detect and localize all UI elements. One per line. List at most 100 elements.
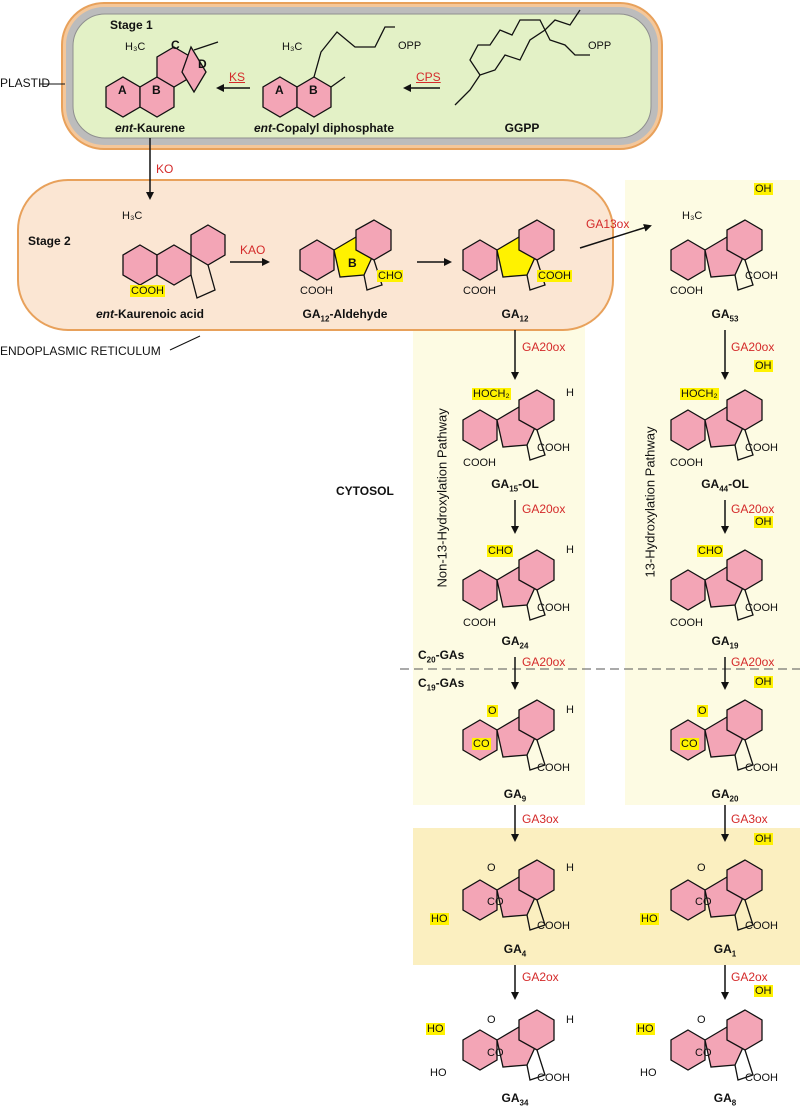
arrow-ga13ox — [579, 223, 652, 249]
ring-a-kaurene: A — [118, 83, 127, 97]
name-ga12-aldehyde: GA12-Aldehyde — [302, 307, 388, 324]
hyd13-pathway-label: 13-Hydroxylation Pathway — [642, 426, 658, 578]
group-cho-ga19: CHO — [697, 545, 724, 557]
stage2-label: Stage 2 — [28, 234, 71, 248]
group-cooh-ga12-2: COOH — [537, 270, 572, 282]
group-ho-ga34-bottom: HO — [430, 1067, 447, 1079]
name-ga8: GA8 — [713, 1091, 737, 1108]
enzyme-kao: KAO — [240, 243, 266, 257]
group-co-ga1: CO — [695, 896, 712, 908]
enzyme-ga3ox-2: GA3ox — [731, 812, 768, 826]
plastid-label: PLASTID — [0, 76, 51, 90]
group-oh-ga20: OH — [754, 676, 773, 688]
group-cooh-ga24-1: COOH — [463, 617, 496, 629]
group-co-ga20: CO — [680, 738, 699, 750]
stage1-label: Stage 1 — [110, 18, 153, 32]
name-ga4: GA4 — [503, 942, 527, 959]
ent-cpp-structure — [262, 26, 395, 118]
group-opp-cpp: OPP — [398, 40, 422, 52]
group-cooh-ga8: COOH — [745, 1072, 778, 1084]
group-ho-ga4: HO — [430, 913, 449, 925]
non13-pathway-panel — [413, 325, 585, 805]
group-cooh-ga19-2: COOH — [745, 602, 778, 614]
group-cooh-ga24-2: COOH — [537, 602, 570, 614]
ga15-ol-structure — [462, 389, 555, 461]
group-cooh-ga20: COOH — [745, 762, 778, 774]
group-oh-ga19: OH — [754, 516, 773, 528]
group-oh-ga44: OH — [754, 360, 773, 372]
name-ga34: GA34 — [501, 1091, 529, 1108]
hyd13-pathway-panel — [625, 180, 800, 805]
group-ho-ga1: HO — [640, 913, 659, 925]
group-o-ga8: O — [697, 1014, 706, 1026]
enzyme-ga20ox-4: GA20ox — [731, 502, 775, 516]
enzyme-ko: KO — [156, 162, 174, 176]
er-label: ENDOPLASMIC RETICULUM — [0, 344, 161, 358]
group-h-ga24: H — [566, 544, 574, 556]
name-ggpp: GGPP — [504, 121, 540, 135]
group-co-ga9: CO — [472, 738, 491, 750]
name-ga24: GA24 — [501, 634, 529, 651]
group-hoch2-ga44: HOCH₂ — [680, 388, 719, 400]
name-ent-kaurenoic-acid: ent-Kaurenoic acid — [95, 307, 205, 321]
ga8-structure — [670, 1009, 763, 1081]
group-hoch2-ga15: HOCH₂ — [472, 388, 511, 400]
name-ga9: GA9 — [503, 787, 527, 804]
enzyme-ga13ox: GA13ox — [586, 217, 630, 231]
ring-d-kaurene: D — [198, 57, 207, 71]
ga1-structure — [670, 859, 763, 931]
group-cooh-ga19-1: COOH — [670, 617, 703, 629]
group-cooh-ga1: COOH — [745, 920, 778, 932]
group-h3c-cpp: H₃C — [282, 41, 303, 53]
name-ga20: GA20 — [711, 787, 739, 804]
name-ga1: GA1 — [713, 942, 737, 959]
cytosol-label: CYTOSOL — [336, 484, 394, 498]
group-oh-ga8: OH — [754, 985, 773, 997]
group-cooh-ga44-1: COOH — [670, 457, 703, 469]
ga53-structure — [670, 219, 763, 291]
ga12-structure — [462, 219, 555, 291]
plastid-inner — [72, 13, 652, 139]
enzyme-cps: CPS — [416, 70, 441, 84]
group-o-ga20: O — [697, 705, 708, 717]
group-cooh-ka: COOH — [130, 285, 165, 297]
name-ga53: GA53 — [711, 307, 739, 324]
group-ho-ga8-top: HO — [636, 1023, 655, 1035]
enzyme-ga20ox-1: GA20ox — [522, 340, 566, 354]
group-o-ga34: O — [487, 1014, 496, 1026]
group-ho-ga8-bottom: HO — [640, 1067, 657, 1079]
group-h3c-ka: H₃C — [122, 210, 143, 222]
ga20-structure — [670, 699, 763, 771]
ring-b-kaurene: B — [152, 83, 161, 97]
c19-gas-label: C19-GAs — [418, 676, 465, 693]
name-ent-kaurene: ent-Kaurene — [114, 121, 186, 135]
ga19-structure — [670, 549, 763, 621]
group-co-ga4: CO — [487, 896, 504, 908]
group-cooh-ga34: COOH — [537, 1072, 570, 1084]
ga12-aldehyde-structure — [299, 219, 392, 291]
group-cooh-ga53-1: COOH — [670, 285, 703, 297]
group-o-ga9: O — [487, 705, 498, 717]
name-ga19: GA19 — [711, 634, 739, 651]
group-cooh-ga15-2: COOH — [537, 442, 570, 454]
ent-kaurenoic-acid-structure — [122, 224, 226, 299]
group-h-ga4: H — [566, 862, 574, 874]
group-o-ga4: O — [487, 862, 496, 874]
ring-b-ga12ald: B — [348, 256, 357, 270]
ent-kaurene-structure — [105, 41, 219, 118]
group-oh-ga1: OH — [754, 833, 773, 845]
ga24-structure — [462, 549, 555, 621]
group-cooh-ga44-2: COOH — [745, 442, 778, 454]
group-h-ga15: H — [566, 387, 574, 399]
c20-gas-label: C20-GAs — [418, 648, 465, 665]
group-co-ga8: CO — [695, 1047, 712, 1059]
group-cooh-ga12-1: COOH — [463, 285, 496, 297]
non13-pathway-label: Non-13-Hydroxylation Pathway — [434, 408, 450, 588]
enzyme-ks: KS — [229, 70, 246, 84]
group-o-ga1: O — [697, 862, 706, 874]
ggpp-structure — [454, 9, 590, 106]
group-co-ga34: CO — [487, 1047, 504, 1059]
group-opp-ggpp: OPP — [588, 40, 612, 52]
enzyme-ga20ox-5: GA20ox — [522, 655, 566, 669]
